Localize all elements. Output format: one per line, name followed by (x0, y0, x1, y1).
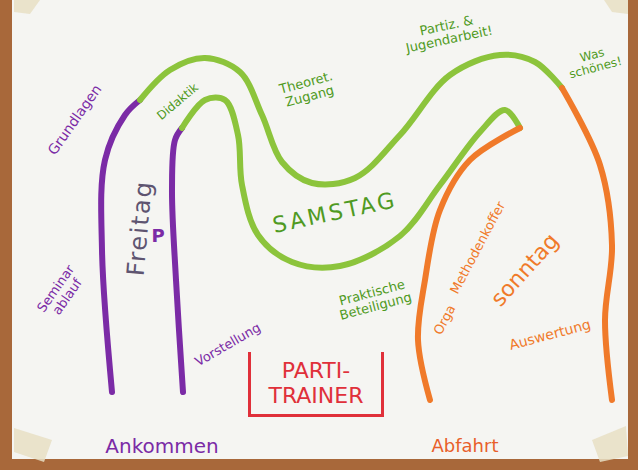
handwritten-label: Auswertung (508, 317, 593, 354)
tape (14, 0, 40, 14)
handwritten-label: P (151, 226, 164, 246)
handwritten-label: sonntag (486, 229, 563, 311)
handwritten-label: Partiz. & Jugendarbeit! (394, 8, 502, 58)
orange-band-inner (418, 128, 520, 400)
handwritten-label: Theoret. Zugang (273, 68, 342, 112)
title-text: PARTI-TRAINER (257, 358, 375, 409)
orange-band-outer (562, 88, 612, 400)
handwritten-label: Didaktik (155, 81, 201, 123)
paper-sheet (12, 0, 628, 459)
handwritten-label: Grundlagen (45, 82, 105, 158)
handwritten-label: Orga (431, 303, 458, 338)
tape (592, 426, 628, 462)
handwritten-label: Vorstellung (193, 321, 263, 370)
tape (14, 428, 52, 462)
green-band-outer (140, 55, 562, 185)
green-band-inner (182, 98, 520, 268)
handwritten-label: SAMSTAG (270, 188, 399, 238)
handwritten-label: Seminar ablauf (33, 260, 91, 326)
handwritten-label: Abfahrt (432, 436, 499, 456)
handwritten-label: Was schönes! (562, 41, 627, 82)
tape (604, 0, 628, 14)
handwritten-label: Praktische Beteiligung (328, 275, 420, 325)
title-box: PARTI-TRAINER (248, 352, 384, 417)
handwritten-label: Ankommen (105, 435, 218, 457)
purple-band-inner (172, 128, 183, 392)
